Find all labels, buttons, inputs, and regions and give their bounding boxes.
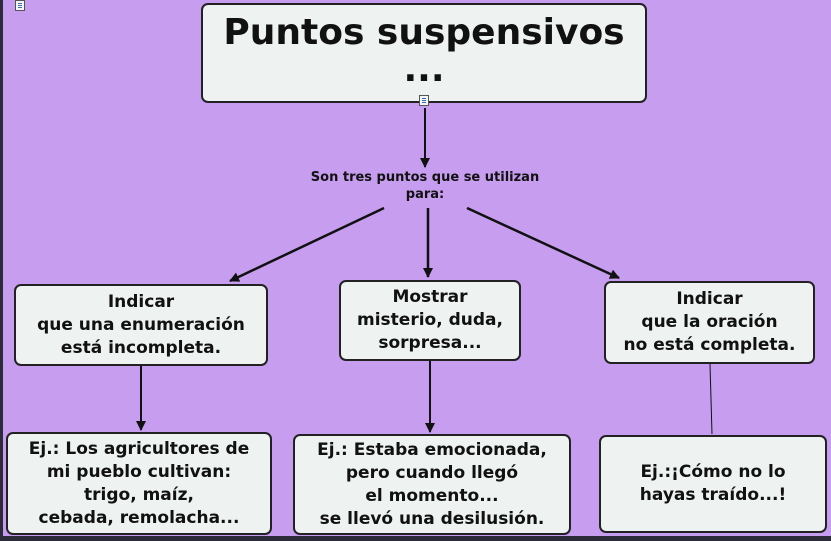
example-text: Ej.: Estaba emocionada, pero cuando lleg… [317, 439, 547, 529]
example-text: Ej.:¡Cómo no lo hayas traído...! [639, 462, 787, 505]
use-node-mystery[interactable]: Mostrar misterio, duda, sorpresa... [339, 280, 521, 361]
subtitle-text: Son tres puntos que se utilizan para: [310, 170, 540, 202]
use-label: Indicar que la oración no está completa. [623, 289, 796, 355]
use-node-enumeration[interactable]: Indicar que una enumeración está incompl… [14, 284, 268, 366]
title-text: Puntos suspensivos [223, 12, 625, 53]
link-use-3-to-example [709, 363, 713, 435]
example-node-mystery[interactable]: Ej.: Estaba emocionada, pero cuando lleg… [293, 434, 571, 535]
example-node-incomplete-sentence[interactable]: Ej.:¡Cómo no lo hayas traído...! [599, 435, 827, 533]
example-node-enumeration[interactable]: Ej.: Los agricultores de mi pueblo culti… [6, 432, 272, 535]
window-frame-left [0, 0, 3, 541]
title-node[interactable]: Puntos suspensivos ... [201, 3, 647, 103]
title-ellipsis: ... [403, 49, 445, 90]
use-label: Indicar que una enumeración está incompl… [37, 291, 245, 358]
example-text: Ej.: Los agricultores de mi pueblo culti… [28, 438, 250, 528]
note-icon[interactable] [15, 0, 25, 11]
link-subtitle-to-use-3 [466, 206, 620, 280]
link-subtitle-to-use-1 [229, 206, 385, 283]
use-label: Mostrar misterio, duda, sorpresa... [357, 287, 503, 353]
note-icon[interactable] [419, 95, 429, 106]
use-node-incomplete-sentence[interactable]: Indicar que la oración no está completa. [604, 281, 815, 364]
window-frame-bottom [0, 536, 831, 541]
